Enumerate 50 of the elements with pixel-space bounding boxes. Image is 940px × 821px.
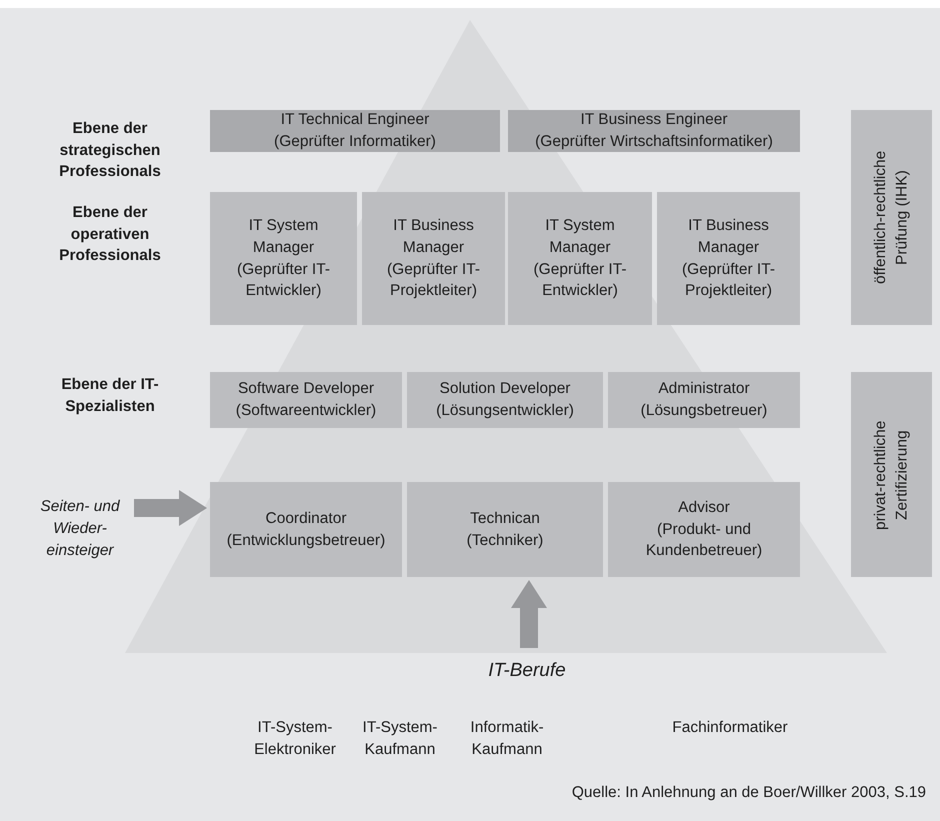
profession-label: Informatik- Kaufmann xyxy=(469,718,545,760)
level-label: Ebene der operativen Professionals xyxy=(58,203,162,266)
role-box xyxy=(608,372,800,428)
role-text: (Entwicklungsbetreuer) xyxy=(226,530,386,550)
role-text: (Geprüfter IT-Entwickler) xyxy=(532,260,628,302)
role-text: öffentlich-rechtliche Prüfung (IHK) xyxy=(870,150,912,286)
role-text: (Softwareentwickler) xyxy=(236,401,376,421)
role-text: (Produkt- und Kundenbetreuer) xyxy=(644,520,764,562)
role-box xyxy=(407,372,603,428)
role-box xyxy=(210,192,357,325)
role-box xyxy=(657,192,800,325)
role-box xyxy=(608,482,800,577)
level-label: Ebene der strategischen Professionals xyxy=(58,119,162,182)
role-text: Advisor xyxy=(678,498,730,518)
role-text: (Geprüfter Informatiker) xyxy=(274,132,436,152)
role-text: Technican xyxy=(470,508,540,529)
role-text: (Geprüfter IT-Projektleiter) xyxy=(680,260,776,302)
role-box xyxy=(407,482,603,577)
role-text: privat-rechtliche Zertifizierung xyxy=(870,418,912,532)
role-text: Coordinator xyxy=(266,508,346,529)
source-caption: Quelle: In Anlehnung an de Boer/Willker 2003, S.19 xyxy=(572,784,926,802)
role-text: (Lösungsentwickler) xyxy=(436,401,574,421)
entry-text: Seiten- und Wieder- einsteiger xyxy=(39,497,121,561)
profession-label: Fachinformatiker xyxy=(671,718,789,738)
profession-label: IT-System- Kaufmann xyxy=(362,718,438,760)
role-text: (Geprüfter Wirtschaftsinformatiker) xyxy=(535,132,773,152)
level-label: Ebene der IT-Spezialisten xyxy=(60,375,160,417)
role-text: IT Technical Engineer xyxy=(280,110,430,130)
role-box xyxy=(210,372,402,428)
exam-band xyxy=(851,372,932,577)
role-box xyxy=(210,110,500,152)
role-box xyxy=(508,192,652,325)
role-text: IT System Manager xyxy=(544,216,616,258)
entry-text: IT-Berufe xyxy=(488,658,566,683)
exam-band xyxy=(851,110,932,325)
role-text: IT Business Manager xyxy=(392,216,475,258)
role-text: (Geprüfter IT-Projektleiter) xyxy=(386,260,482,302)
role-box xyxy=(362,192,505,325)
role-text: IT Business Manager xyxy=(687,216,770,258)
role-text: (Geprüfter IT-Entwickler) xyxy=(236,260,332,302)
role-text: (Lösungsbetreuer) xyxy=(640,401,768,421)
role-text: IT System Manager xyxy=(248,216,320,258)
role-text: (Techniker) xyxy=(466,530,544,550)
role-text: Software Developer xyxy=(238,379,374,400)
role-box xyxy=(210,482,402,577)
role-text: Administrator xyxy=(658,379,750,400)
role-text: IT Business Engineer xyxy=(580,110,728,130)
role-box xyxy=(508,110,800,152)
role-text: Solution Developer xyxy=(440,379,570,400)
profession-label: IT-System- Elektroniker xyxy=(253,718,337,760)
